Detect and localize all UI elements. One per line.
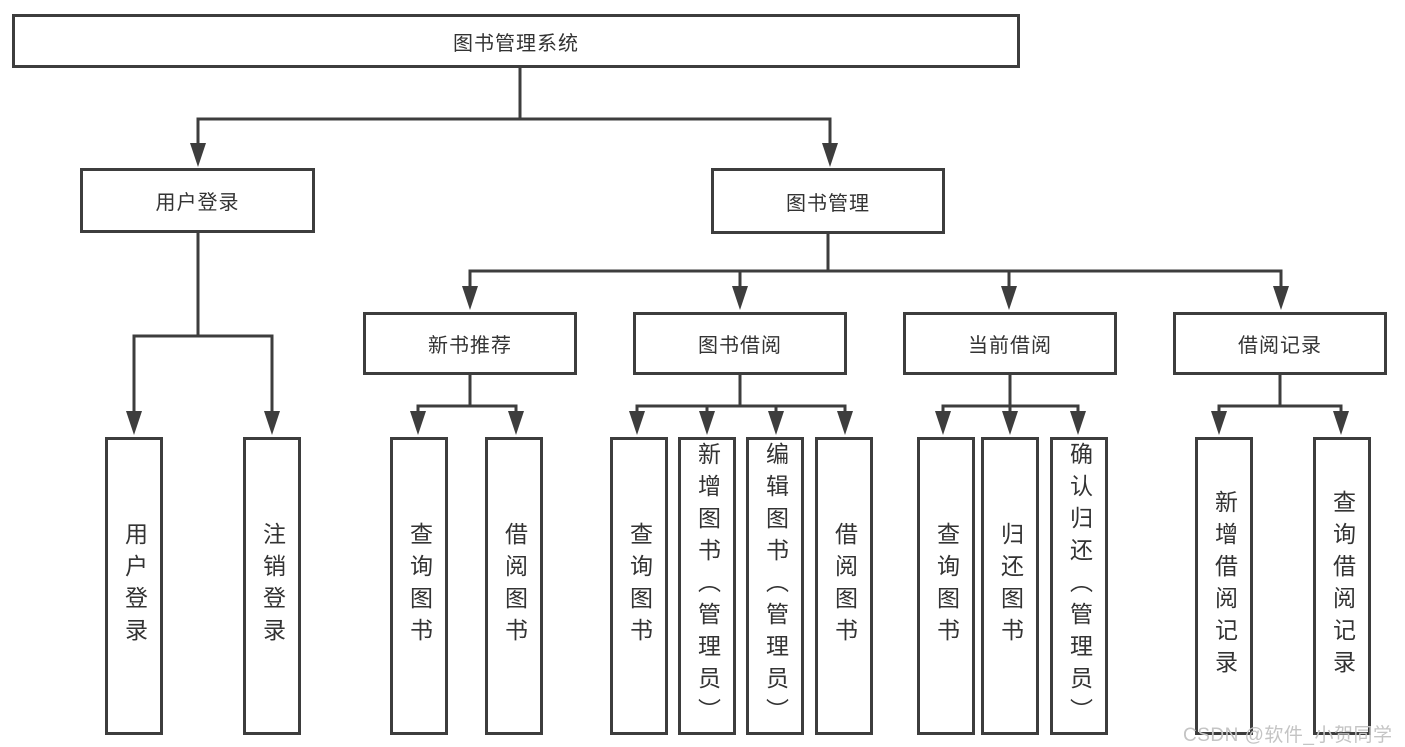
leaf-add-borrow-record: 新增借阅记录 — [1195, 437, 1253, 735]
leaf-borrow-books-recommend: 借阅图书 — [485, 437, 543, 735]
leaf-query-borrow-record: 查询借阅记录 — [1313, 437, 1371, 735]
leaf-add-book-admin: 新增图书（管理员） — [678, 437, 736, 735]
node-label: 注销登录 — [259, 522, 286, 650]
node-label: 图书管理 — [786, 192, 870, 215]
connector-borrow-records-branch — [1217, 375, 1343, 414]
node-label: 确认归还（管理员） — [1066, 442, 1093, 730]
leaf-edit-book-admin: 编辑图书（管理员） — [746, 437, 804, 735]
node-new-book-recommend: 新书推荐 — [363, 312, 577, 375]
leaf-confirm-return-admin: 确认归还（管理员） — [1050, 437, 1108, 735]
node-book-management: 图书管理 — [711, 168, 945, 234]
node-label: 编辑图书（管理员） — [762, 442, 789, 730]
connector-book-borrow-branch — [635, 375, 847, 414]
node-label: 新增图书（管理员） — [694, 442, 721, 730]
node-label: 查询图书 — [406, 522, 433, 650]
node-label: 新书推荐 — [428, 335, 512, 357]
node-label: 借阅图书 — [501, 522, 528, 650]
node-book-borrow: 图书借阅 — [633, 312, 847, 375]
leaf-logout: 注销登录 — [243, 437, 301, 735]
node-label: 用户登录 — [121, 522, 148, 650]
connector-new-book-recommend-branch — [416, 375, 518, 414]
connector-root-to-level2 — [196, 68, 832, 146]
node-label: 图书管理系统 — [453, 32, 579, 55]
node-current-borrow: 当前借阅 — [903, 312, 1117, 375]
node-label: 借阅图书 — [831, 522, 858, 650]
node-label: 归还图书 — [997, 522, 1024, 650]
node-label: 用户登录 — [155, 192, 240, 214]
node-user-login: 用户登录 — [80, 168, 315, 233]
node-label: 新增借阅记录 — [1211, 490, 1238, 682]
connector-current-borrow-branch — [941, 375, 1080, 414]
connector-user-login-branch — [132, 233, 274, 414]
leaf-query-books-recommend: 查询图书 — [390, 437, 448, 735]
node-library-management-system: 图书管理系统 — [12, 14, 1020, 68]
leaf-borrow-books: 借阅图书 — [815, 437, 873, 735]
node-label: 当前借阅 — [968, 335, 1052, 357]
leaf-query-books-current: 查询图书 — [917, 437, 975, 735]
node-borrow-records: 借阅记录 — [1173, 312, 1387, 375]
node-label: 查询图书 — [626, 522, 653, 650]
leaf-return-book: 归还图书 — [981, 437, 1039, 735]
connector-book-management-branch — [468, 234, 1283, 289]
node-label: 查询借阅记录 — [1329, 490, 1356, 682]
arrowheads — [126, 143, 1349, 435]
leaf-query-books-borrow: 查询图书 — [610, 437, 668, 735]
node-label: 查询图书 — [933, 522, 960, 650]
csdn-watermark: CSDN @软件_小贺同学 — [1183, 725, 1393, 746]
node-label: 借阅记录 — [1238, 335, 1322, 357]
node-label: 图书借阅 — [698, 335, 782, 357]
leaf-user-login: 用户登录 — [105, 437, 163, 735]
